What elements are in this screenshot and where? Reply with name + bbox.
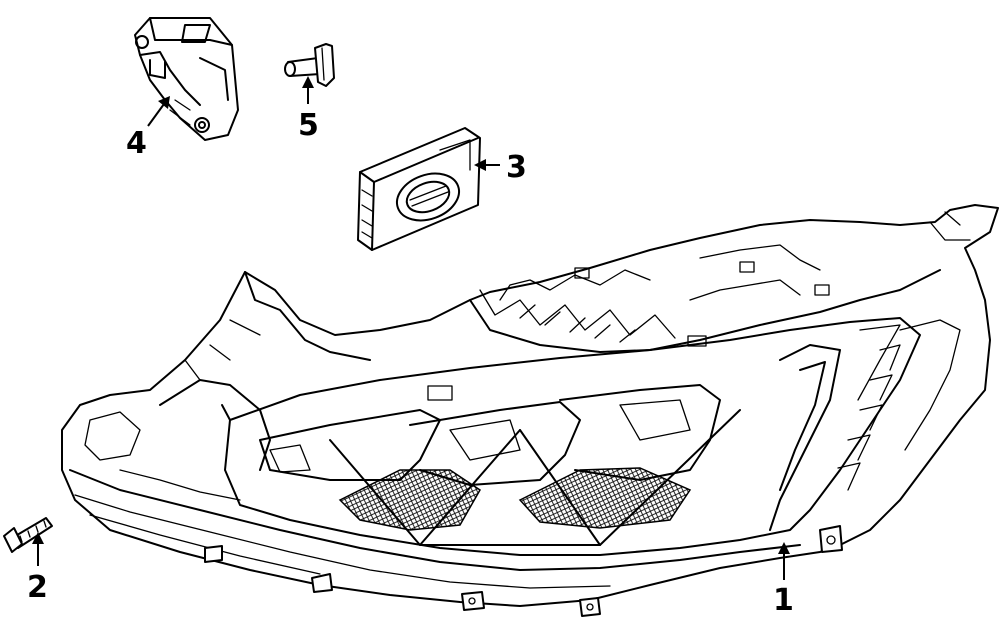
part-3-module [357, 127, 481, 251]
callout-1: 1 [773, 583, 794, 618]
part-5-push-pin [284, 43, 335, 87]
callout-labels: 1 2 3 4 5 [27, 108, 794, 618]
leader-lines [32, 76, 790, 580]
part-4-bracket [134, 17, 239, 141]
callout-5: 5 [298, 108, 319, 143]
part-2-bolt [3, 517, 53, 553]
callout-4: 4 [126, 126, 147, 161]
part-1-headlamp-assembly [61, 204, 999, 617]
callout-2: 2 [27, 570, 48, 605]
callout-3: 3 [506, 150, 527, 185]
